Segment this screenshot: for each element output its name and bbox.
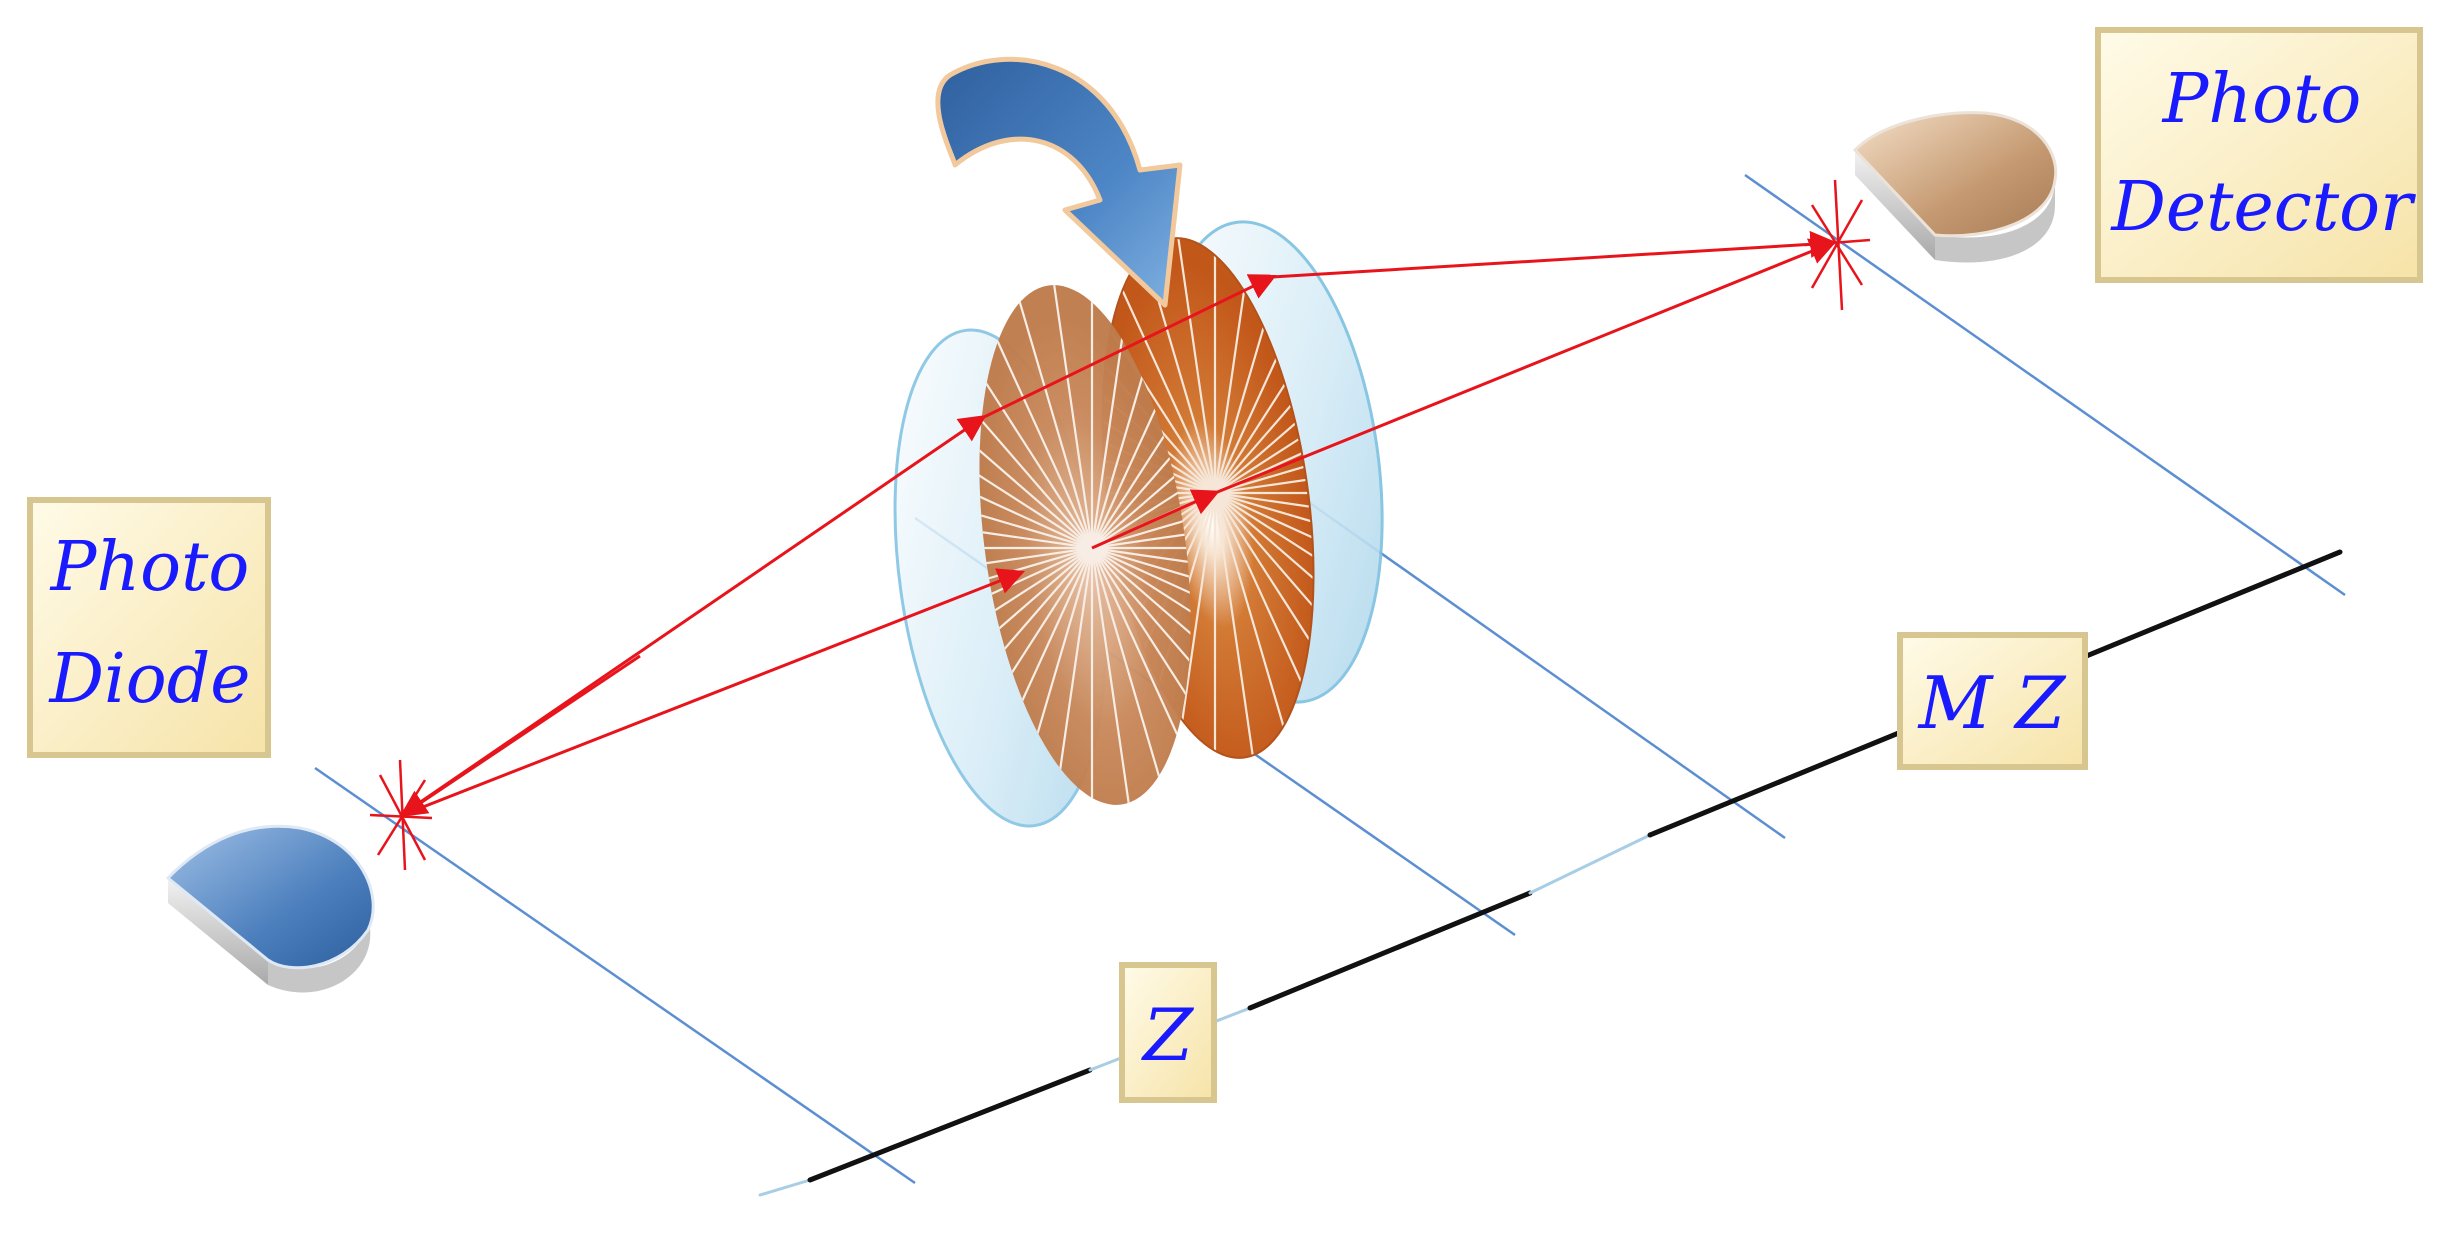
beam-back-to-detector-upper (1271, 230, 1838, 279)
front-grating (949, 271, 1221, 819)
axis-detector-plane (1744, 173, 2346, 597)
axis-diode-plane (314, 766, 916, 1185)
grating-spoke (1214, 492, 1344, 667)
grating-spoke (1091, 547, 1221, 722)
grating-spoke (1091, 546, 1221, 640)
grating-spoke (1091, 546, 1221, 682)
rotation-arrow-icon (935, 56, 1183, 308)
grating-spoke (1214, 359, 1344, 495)
grating-spoke (1214, 401, 1344, 495)
photo-detector-label: Photo Detector (2095, 27, 2423, 283)
beam-front-to-back-upper (981, 274, 1277, 420)
grating-spoke (949, 305, 1093, 549)
baseline-segment (1247, 890, 1533, 1011)
grating-spoke (1214, 446, 1344, 495)
grating-spoke (1214, 491, 1344, 540)
baseline-segment (807, 1067, 1093, 1183)
z-label-text: Z (1141, 993, 1195, 1077)
grating-spoke (949, 546, 1093, 640)
grating-spoke (1091, 546, 1221, 595)
grating-spoke (949, 501, 1093, 550)
photo-diode-label-line1: Photo (49, 528, 250, 607)
diode-focus-sparkle-icon (369, 759, 433, 871)
baseline-segment (758, 1178, 812, 1197)
grating-spoke (949, 414, 1093, 550)
beam-return-to-diode (399, 654, 641, 818)
laser-beams (399, 230, 1838, 818)
baseline-segment (1528, 833, 1652, 895)
grating-spoke (949, 278, 1093, 549)
grating-spoke (1091, 547, 1221, 818)
z-label: Z (1119, 962, 1217, 1103)
mz-label-text: M Z (1917, 661, 2068, 745)
grating-spoke (949, 546, 1093, 595)
grating-spoke (1091, 501, 1221, 550)
grating-spoke (1214, 319, 1344, 494)
detector-focus-sparkle-icon (1804, 179, 1871, 311)
grating-spoke (949, 456, 1093, 550)
grating-spoke (949, 546, 1093, 682)
photodetector-icon (1852, 111, 2058, 263)
grating-spoke (1214, 491, 1344, 585)
beam-back-to-detector-lower (1214, 238, 1838, 495)
grating-spoke (1214, 492, 1344, 763)
photodiode-icon (165, 824, 375, 993)
grating-spoke (1091, 374, 1221, 549)
beam-diode-to-front-lens-lower (399, 568, 1026, 818)
mz-label: M Z (1897, 632, 2088, 770)
beam-diode-to-front-lens-upper (399, 414, 987, 818)
grating-spoke (1091, 456, 1221, 550)
photo-diode-label: Photo Diode (27, 497, 271, 758)
photo-detector-label-line2: Detector (2109, 168, 2416, 247)
grating-spoke (1214, 491, 1344, 627)
beam-front-to-back-lower (1091, 489, 1220, 550)
photo-diode-label-line2: Diode (48, 640, 251, 719)
photo-detector-label-line1: Photo (2161, 60, 2362, 139)
